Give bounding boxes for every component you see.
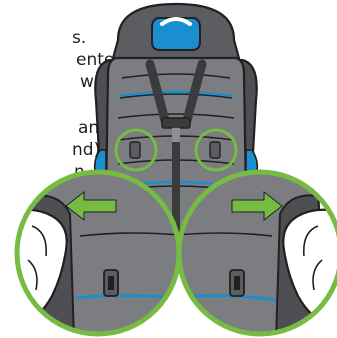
headrest-handle: [152, 18, 200, 50]
